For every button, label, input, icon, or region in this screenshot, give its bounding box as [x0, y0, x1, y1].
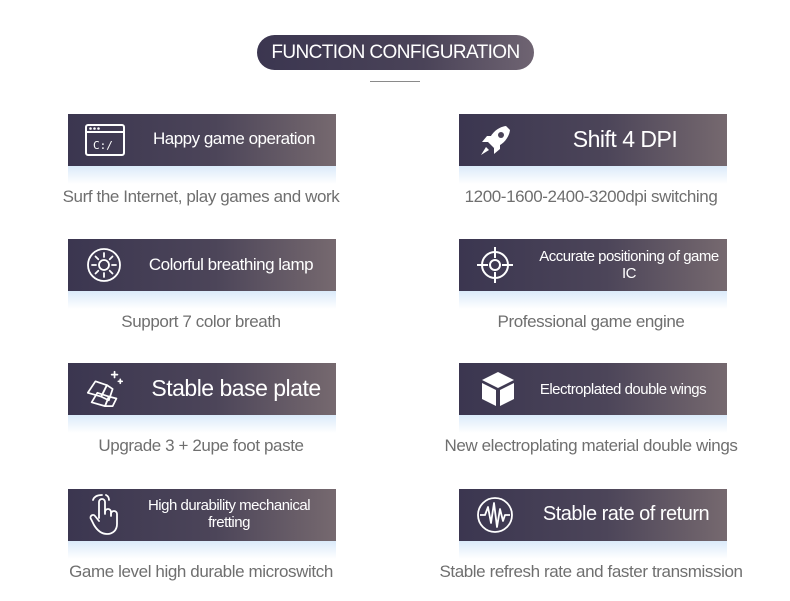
feature-caption: New electroplating material double wings — [444, 436, 738, 455]
crosshair-icon — [474, 244, 516, 286]
feature-caption: Support 7 color breath — [121, 312, 281, 331]
feature-title: Stable rate of return — [542, 503, 710, 525]
feature-card-accurate-positioning: Accurate positioning of game IC — [459, 239, 727, 309]
rocket-icon — [475, 119, 517, 161]
feature-card-colorful-breathing-lamp: Colorful breathing lamp — [68, 239, 336, 309]
feature-title: Colorful breathing lamp — [148, 255, 314, 274]
feature-caption: 1200-1600-2400-3200dpi switching — [464, 187, 718, 206]
feature-title: Electroplated double wings — [539, 381, 707, 398]
feature-title: Shift 4 DPI — [572, 126, 678, 152]
feature-card-stable-rate-of-return: Stable rate of return — [459, 489, 727, 559]
feature-card-happy-game-operation: C:/ Happy game operation — [68, 114, 336, 184]
waveform-icon — [474, 494, 516, 536]
feature-caption: Game level high durable microswitch — [69, 562, 333, 581]
feature-title: Stable base plate — [151, 375, 321, 401]
feature-title: High durability mechanical fretting — [147, 497, 311, 532]
feature-caption: Upgrade 3 + 2upe foot paste — [98, 436, 304, 455]
gold-bars-icon — [84, 367, 126, 409]
title-underline — [370, 81, 420, 82]
feature-caption: Stable refresh rate and faster transmiss… — [439, 562, 743, 581]
sun-icon — [83, 244, 125, 286]
pointing-hand-icon — [84, 494, 126, 536]
svg-text:C:/: C:/ — [93, 139, 113, 152]
feature-card-electroplated-double-wings: Electroplated double wings — [459, 363, 727, 433]
feature-caption: Surf the Internet, play games and work — [62, 187, 340, 206]
cube-icon — [477, 368, 519, 410]
feature-card-stable-base-plate: Stable base plate — [68, 363, 336, 433]
feature-caption: Professional game engine — [497, 312, 685, 331]
terminal-window-icon: C:/ — [84, 119, 126, 161]
feature-card-shift-dpi: Shift 4 DPI — [459, 114, 727, 184]
feature-title: Accurate positioning of game IC — [539, 248, 719, 283]
page-title: FUNCTION CONFIGURATION — [257, 35, 534, 70]
feature-card-high-durability: High durability mechanical fretting — [68, 489, 336, 559]
feature-title: Happy game operation — [152, 129, 316, 148]
